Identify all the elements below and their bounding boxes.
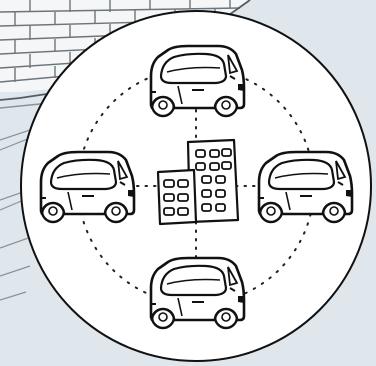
compact-car-icon <box>259 152 352 222</box>
compact-car-icon <box>41 152 134 222</box>
car-bottom <box>151 258 244 328</box>
car-left <box>41 152 134 222</box>
compact-car-icon <box>151 258 244 328</box>
car-top <box>151 46 244 116</box>
car-right <box>259 152 352 222</box>
compact-car-icon <box>151 46 244 116</box>
